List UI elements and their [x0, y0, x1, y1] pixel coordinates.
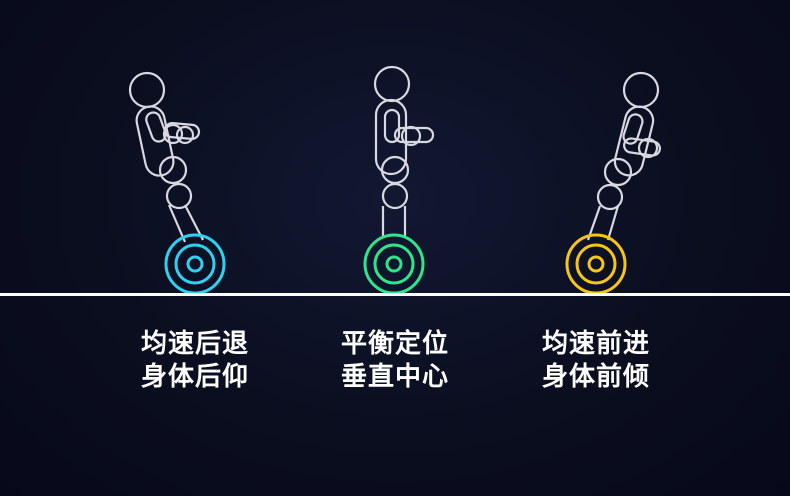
- head: [128, 71, 166, 109]
- hand: [175, 125, 195, 145]
- caption-balance: 平衡定位 垂直中心: [295, 328, 495, 394]
- knee: [165, 182, 193, 210]
- caption-balance-line1: 平衡定位: [340, 329, 449, 359]
- wheel-balance: [363, 233, 425, 295]
- torso: [374, 98, 408, 176]
- caption-backward: 均速后退 身体后仰: [95, 328, 295, 394]
- hip: [158, 155, 188, 185]
- caption-backward-line1: 均速后退: [140, 329, 249, 359]
- caption-balance-line2: 垂直中心: [340, 362, 449, 392]
- forearm: [393, 126, 435, 144]
- ground-line: [0, 293, 790, 296]
- shin-back: [167, 204, 187, 243]
- caption-forward-line2: 身体前倾: [541, 362, 650, 392]
- elbow: [162, 123, 184, 145]
- elbow: [637, 137, 659, 159]
- torso: [135, 105, 175, 177]
- head: [373, 65, 411, 103]
- elbow: [400, 125, 422, 147]
- body-outline: [586, 71, 661, 241]
- figure-lean-forward: [565, 71, 661, 295]
- wheel-back: [164, 233, 226, 295]
- upper-arm: [145, 111, 167, 143]
- hip: [380, 155, 410, 185]
- body-outline: [128, 71, 204, 243]
- wheel-forward: [565, 233, 627, 295]
- figure-lean-back: [128, 71, 226, 295]
- torso: [613, 105, 655, 177]
- upper-arm: [622, 113, 644, 145]
- body-outline: [373, 65, 435, 238]
- knee: [381, 182, 409, 210]
- caption-backward-line2: 身体后仰: [140, 362, 249, 392]
- upper-arm: [383, 108, 401, 144]
- figure-balance: [363, 65, 435, 295]
- hip: [603, 157, 633, 187]
- caption-forward: 均速前进 身体前倾: [496, 328, 696, 394]
- head: [622, 71, 660, 109]
- caption-forward-line1: 均速前进: [541, 329, 650, 359]
- shin-front: [606, 205, 620, 241]
- knee: [596, 183, 624, 211]
